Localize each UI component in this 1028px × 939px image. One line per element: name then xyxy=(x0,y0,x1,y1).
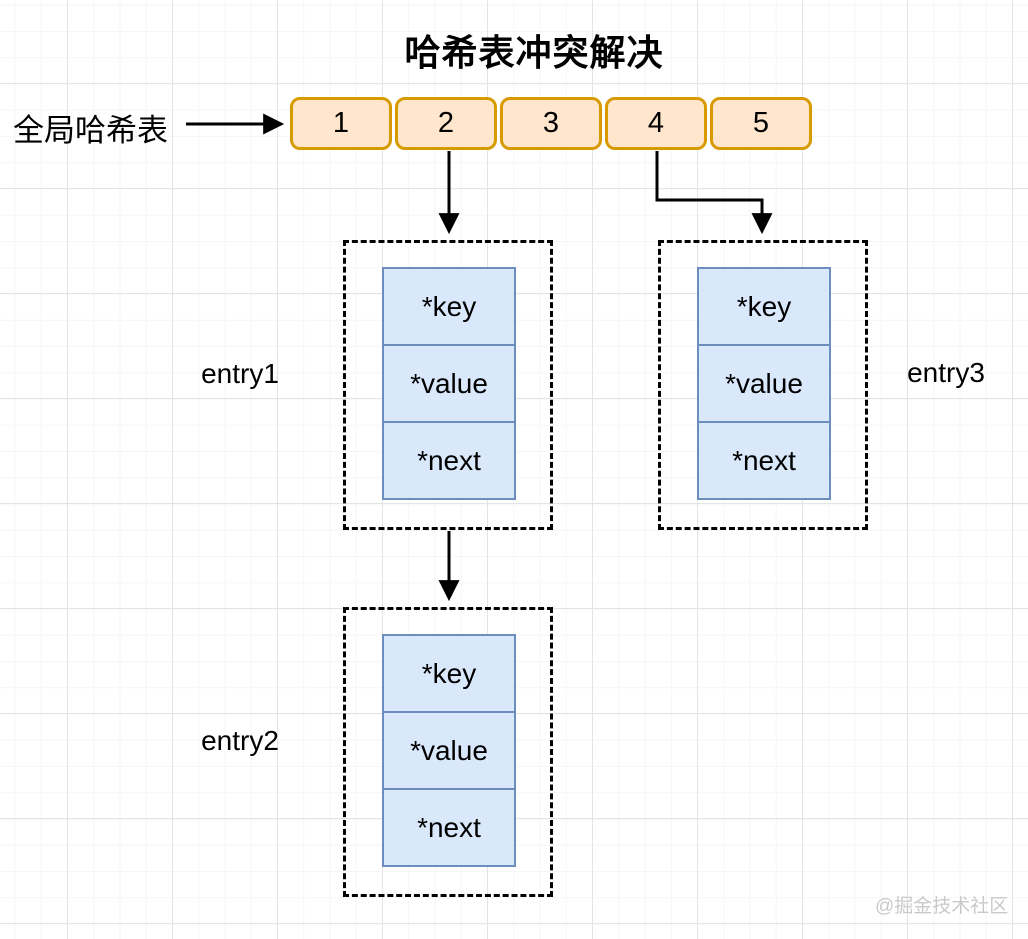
entry3-fields: *key *value *next xyxy=(697,267,831,500)
entry3-label: entry3 xyxy=(907,357,985,388)
field-key: *key xyxy=(382,267,516,346)
global-hash-table-label: 全局哈希表 xyxy=(13,113,168,148)
field-next: *next xyxy=(382,788,516,867)
entry1-node: *key *value *next xyxy=(343,240,553,530)
entry3-node: *key *value *next xyxy=(658,240,868,530)
arrow-bucket4-to-entry3 xyxy=(655,151,773,235)
hash-bucket-4: 4 xyxy=(605,97,707,150)
entry1-label: entry1 xyxy=(201,358,279,389)
entry1-fields: *key *value *next xyxy=(382,267,516,500)
field-value: *value xyxy=(697,344,831,423)
watermark: @掘金技术社区 xyxy=(875,896,1009,917)
field-value: *value xyxy=(382,711,516,790)
field-key: *key xyxy=(697,267,831,346)
entry2-node: *key *value *next xyxy=(343,607,553,897)
hash-table-row: 1 2 3 4 5 xyxy=(290,97,812,150)
hash-bucket-3: 3 xyxy=(500,97,602,150)
field-value: *value xyxy=(382,344,516,423)
field-next: *next xyxy=(382,421,516,500)
hash-bucket-2: 2 xyxy=(395,97,497,150)
entry2-fields: *key *value *next xyxy=(382,634,516,867)
entry2-label: entry2 xyxy=(201,725,279,756)
field-next: *next xyxy=(697,421,831,500)
hash-bucket-1: 1 xyxy=(290,97,392,150)
field-key: *key xyxy=(382,634,516,713)
diagram-title: 哈希表冲突解决 xyxy=(404,32,664,73)
hash-bucket-5: 5 xyxy=(710,97,812,150)
